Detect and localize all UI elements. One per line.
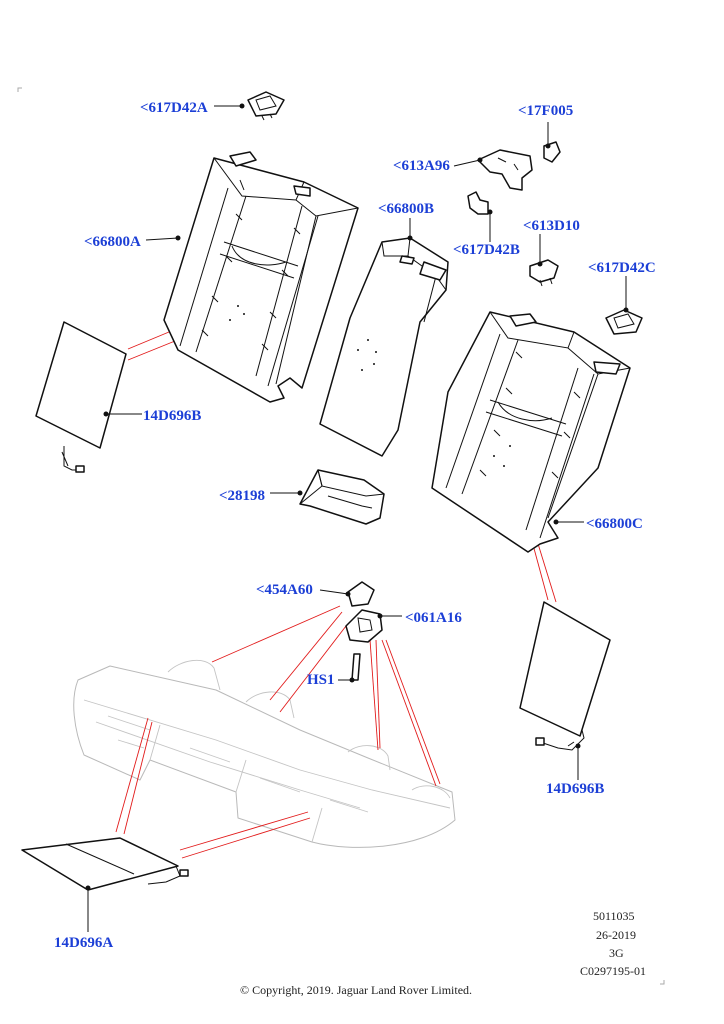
clip-617D42C (605, 309, 643, 335)
callout-lines (115, 309, 557, 859)
clip-617D42A (247, 91, 285, 121)
part-label-617D42C[interactable]: <617D42C (588, 260, 656, 276)
reference-number: 5011035 (593, 909, 635, 923)
part-label-HS1[interactable]: HS1 (307, 672, 335, 688)
part-label-66800B[interactable]: <66800B (378, 201, 435, 217)
part-label-454A60[interactable]: <454A60 (256, 582, 313, 598)
part-label-14D696B-right[interactable]: 14D696B (546, 781, 605, 797)
cover-613D10 (529, 259, 559, 287)
part-label-617D42B[interactable]: <617D42B (453, 242, 520, 258)
part-label-66800C[interactable]: <66800C (586, 516, 643, 532)
part-label-66800A[interactable]: <66800A (84, 234, 141, 250)
reference-variant: 3G (609, 946, 624, 960)
part-label-061A16[interactable]: <061A16 (405, 610, 462, 626)
part-label-28198[interactable]: <28198 (219, 488, 266, 504)
part-label-14D696A[interactable]: 14D696A (54, 935, 114, 951)
bracket-061A16 (345, 609, 383, 643)
right-seat-back-frame (431, 311, 631, 553)
part-label-14D696B-left[interactable]: 14D696B (143, 408, 202, 424)
part-label-617D42A[interactable]: <617D42A (140, 100, 208, 116)
screw-HS1 (351, 653, 361, 681)
reference-date: 26-2019 (596, 928, 636, 942)
armrest-base (299, 469, 385, 525)
cushion-heater-pad (21, 837, 189, 891)
part-label-17F005[interactable]: <17F005 (518, 103, 574, 119)
reference-code: C0297195-01 (580, 964, 646, 978)
left-heater-pad (35, 321, 127, 473)
copyright-notice: © Copyright, 2019. Jaguar Land Rover Lim… (239, 983, 473, 997)
leader-lines (85, 103, 629, 932)
clip-454A60 (347, 581, 375, 607)
bracket-617D42B (467, 191, 489, 215)
rear-seat-cushion-ghost (73, 659, 456, 848)
part-label-613A96[interactable]: <613A96 (393, 158, 450, 174)
right-heater-pad (519, 601, 611, 751)
part-label-613D10[interactable]: <613D10 (523, 218, 580, 234)
left-seat-back-frame (163, 151, 359, 403)
centre-seat-back (319, 237, 449, 457)
bracket-613A96 (477, 149, 533, 191)
